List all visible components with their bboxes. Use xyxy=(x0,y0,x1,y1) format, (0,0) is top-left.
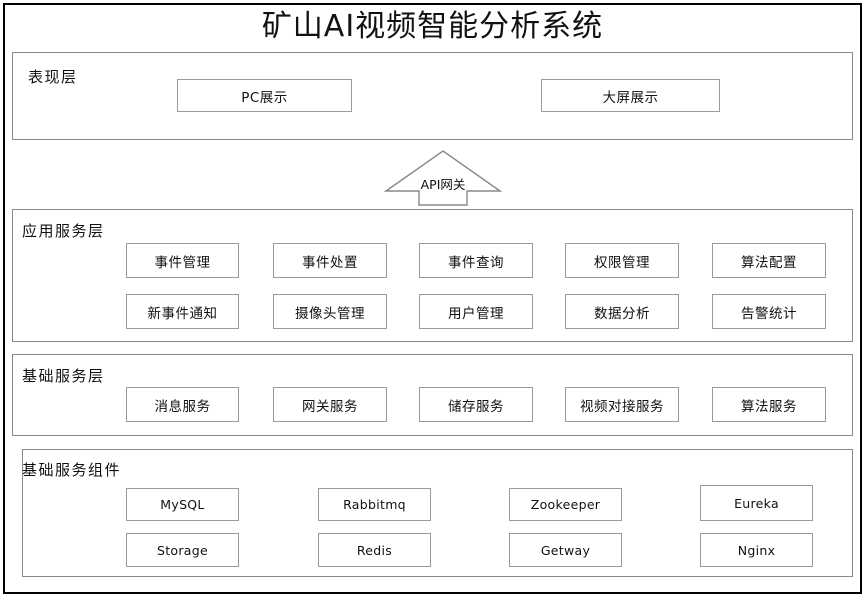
node-algorithm-service[interactable]: 算法服务 xyxy=(712,387,826,422)
node-getway[interactable]: Getway xyxy=(509,533,622,567)
node-permission-management[interactable]: 权限管理 xyxy=(565,243,679,278)
node-camera-management[interactable]: 摄像头管理 xyxy=(273,294,387,329)
node-zookeeper[interactable]: Zookeeper xyxy=(509,488,622,521)
node-mysql[interactable]: MySQL xyxy=(126,488,239,521)
layer-label-basic-service: 基础服务层 xyxy=(22,367,105,385)
api-gateway-label: API网关 xyxy=(420,177,466,192)
node-new-event-notification[interactable]: 新事件通知 xyxy=(126,294,239,329)
layer-label-application-service: 应用服务层 xyxy=(22,222,105,240)
node-event-query[interactable]: 事件查询 xyxy=(419,243,533,278)
node-redis[interactable]: Redis xyxy=(318,533,431,567)
node-user-management[interactable]: 用户管理 xyxy=(419,294,533,329)
node-alarm-statistics[interactable]: 告警统计 xyxy=(712,294,826,329)
layer-label-presentation: 表现层 xyxy=(28,68,78,86)
diagram-outer-frame xyxy=(3,3,862,594)
node-message-service[interactable]: 消息服务 xyxy=(126,387,239,422)
node-event-handling[interactable]: 事件处置 xyxy=(273,243,387,278)
node-large-screen-display[interactable]: 大屏展示 xyxy=(541,79,720,112)
node-eureka[interactable]: Eureka xyxy=(700,485,813,521)
node-video-integration-service[interactable]: 视频对接服务 xyxy=(565,387,679,422)
node-storage-service[interactable]: 储存服务 xyxy=(419,387,533,422)
layer-presentation xyxy=(12,52,853,140)
up-arrow-shape-icon xyxy=(384,150,502,206)
node-pc-display[interactable]: PC展示 xyxy=(177,79,352,112)
node-storage[interactable]: Storage xyxy=(126,533,239,567)
node-algorithm-config[interactable]: 算法配置 xyxy=(712,243,826,278)
api-gateway-arrow[interactable]: API网关 xyxy=(384,149,502,207)
node-gateway-service[interactable]: 网关服务 xyxy=(273,387,387,422)
node-data-analysis[interactable]: 数据分析 xyxy=(565,294,679,329)
node-nginx[interactable]: Nginx xyxy=(700,533,813,567)
layer-label-basic-components: 基础服务组件 xyxy=(22,461,122,479)
node-event-management[interactable]: 事件管理 xyxy=(126,243,239,278)
node-rabbitmq[interactable]: Rabbitmq xyxy=(318,488,431,521)
page-title: 矿山AI视频智能分析系统 xyxy=(261,9,604,44)
